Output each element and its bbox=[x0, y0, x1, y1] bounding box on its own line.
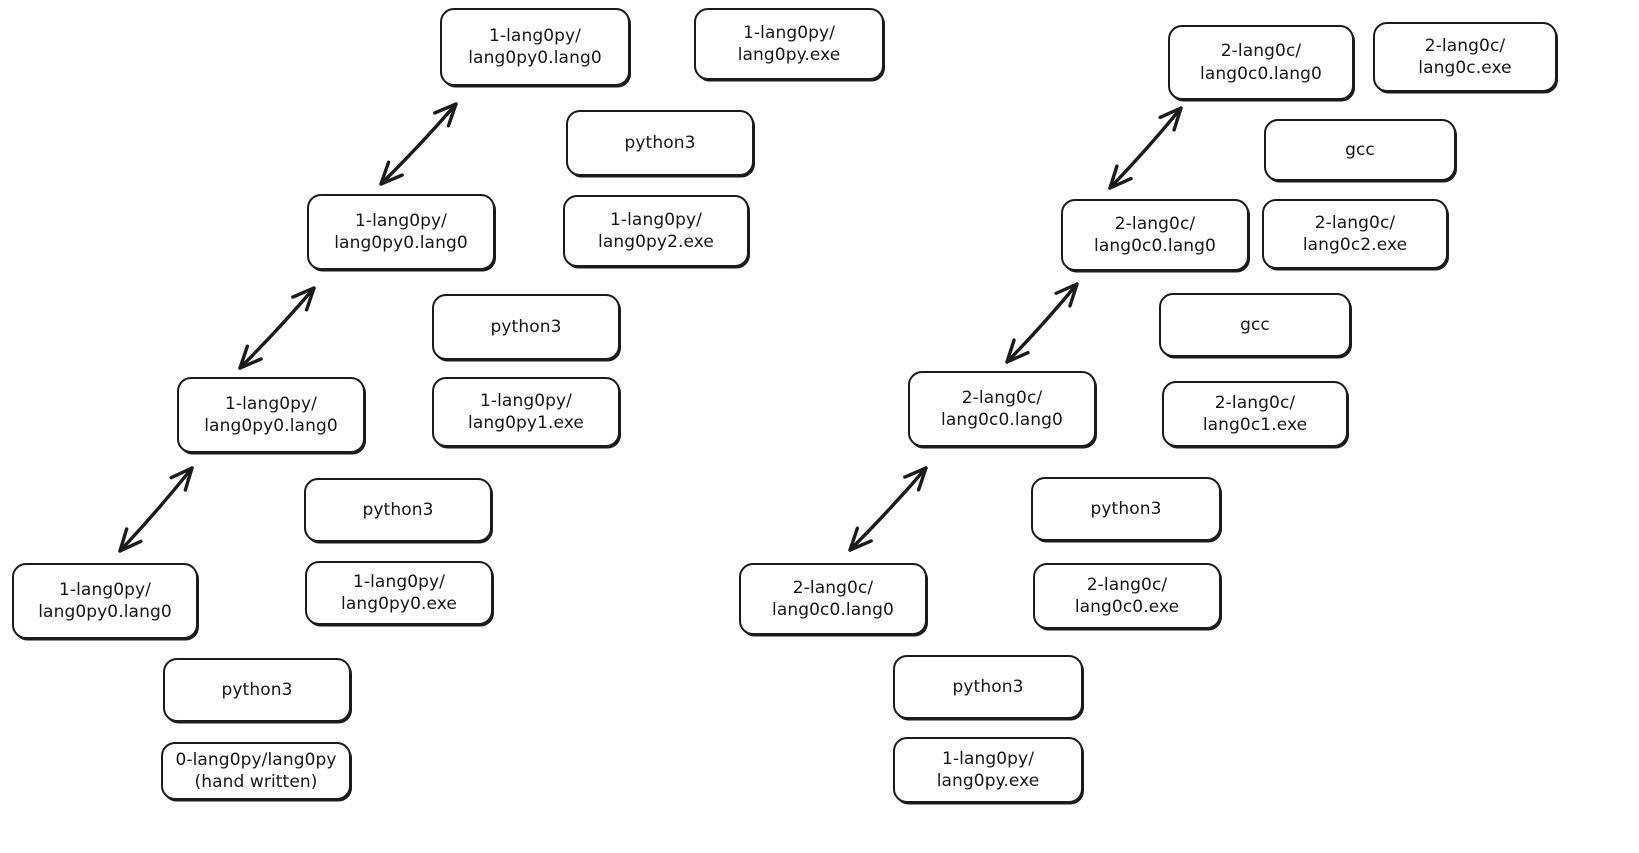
double-arrow-icon bbox=[214, 262, 340, 394]
artifact-node[interactable]: 2-lang0c/ lang0c0.lang0 bbox=[908, 371, 1096, 447]
artifact-node[interactable]: 0-lang0py/lang0py (hand written) bbox=[161, 742, 351, 800]
tool-node[interactable]: python3 bbox=[163, 658, 351, 722]
artifact-node[interactable]: 2-lang0c/ lang0c0.exe bbox=[1033, 563, 1221, 629]
tool-node[interactable]: python3 bbox=[304, 478, 492, 542]
tool-node[interactable]: python3 bbox=[566, 110, 754, 176]
tool-node[interactable]: python3 bbox=[1031, 477, 1221, 541]
artifact-node[interactable]: 1-lang0py/ lang0py0.lang0 bbox=[12, 563, 198, 639]
tool-node[interactable]: gcc bbox=[1264, 119, 1456, 181]
artifact-node[interactable]: 2-lang0c/ lang0c0.lang0 bbox=[1168, 25, 1354, 100]
artifact-node[interactable]: 2-lang0c/ lang0c2.exe bbox=[1262, 199, 1448, 269]
artifact-node[interactable]: 2-lang0c/ lang0c0.lang0 bbox=[1061, 199, 1249, 271]
double-arrow-icon bbox=[94, 442, 218, 577]
double-arrow-icon bbox=[1084, 82, 1207, 214]
tool-node[interactable]: python3 bbox=[432, 294, 620, 360]
tool-node[interactable]: gcc bbox=[1159, 293, 1351, 357]
double-arrow-icon bbox=[981, 258, 1103, 388]
artifact-node[interactable]: 1-lang0py/ lang0py0.exe bbox=[305, 561, 493, 625]
double-arrow-icon bbox=[355, 78, 482, 210]
artifact-node[interactable]: 1-lang0py/ lang0py0.lang0 bbox=[177, 377, 365, 453]
artifact-node[interactable]: 2-lang0c/ lang0c0.lang0 bbox=[739, 563, 927, 635]
artifact-node[interactable]: 1-lang0py/ lang0py0.lang0 bbox=[440, 8, 630, 86]
tool-node[interactable]: python3 bbox=[893, 655, 1083, 719]
artifact-node[interactable]: 2-lang0c/ lang0c.exe bbox=[1373, 22, 1557, 92]
artifact-node[interactable]: 2-lang0c/ lang0c1.exe bbox=[1162, 381, 1348, 447]
artifact-node[interactable]: 1-lang0py/ lang0py1.exe bbox=[432, 377, 620, 447]
artifact-node[interactable]: 1-lang0py/ lang0py0.lang0 bbox=[307, 194, 495, 270]
artifact-node[interactable]: 1-lang0py/ lang0py2.exe bbox=[563, 195, 749, 267]
double-arrow-icon bbox=[824, 442, 952, 576]
artifact-node[interactable]: 1-lang0py/ lang0py.exe bbox=[694, 8, 884, 80]
artifact-node[interactable]: 1-lang0py/ lang0py.exe bbox=[893, 737, 1083, 803]
